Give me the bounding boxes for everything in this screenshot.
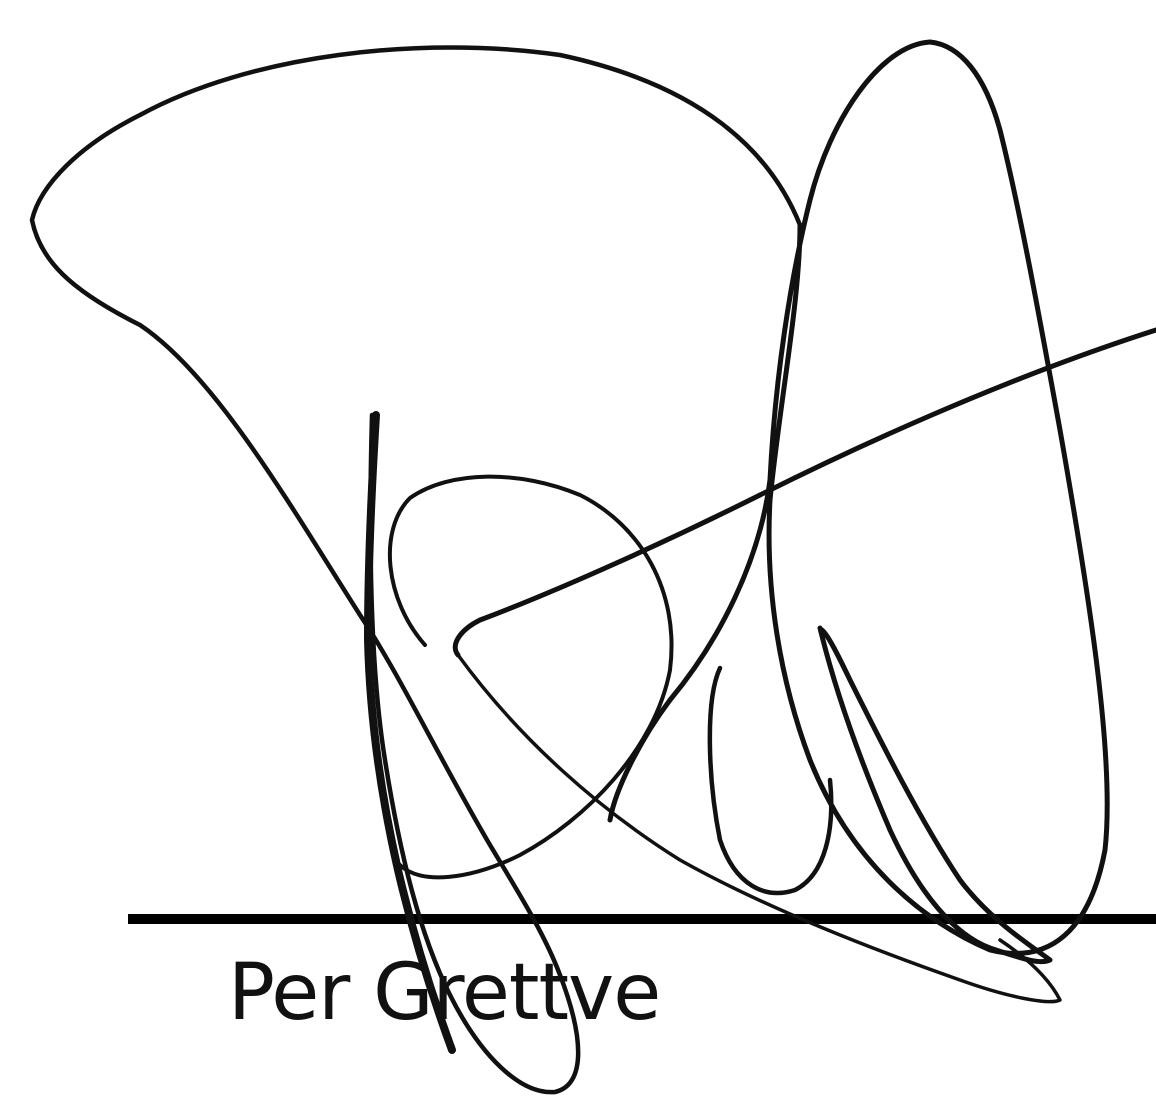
signature-stroke-circle (387, 474, 674, 880)
signature-stroke-top-loop (29, 45, 803, 1095)
signature-stroke-inner-diagonal (817, 625, 1053, 965)
signature-line (128, 914, 1156, 924)
signature-stroke-diagonal (452, 327, 1156, 658)
signature-stroke-vertical (364, 411, 456, 1054)
signature-stroke-small-loop (707, 665, 834, 896)
signature-stroke-sweep (456, 653, 1062, 1004)
signature-stroke-right-loop (607, 39, 1110, 956)
